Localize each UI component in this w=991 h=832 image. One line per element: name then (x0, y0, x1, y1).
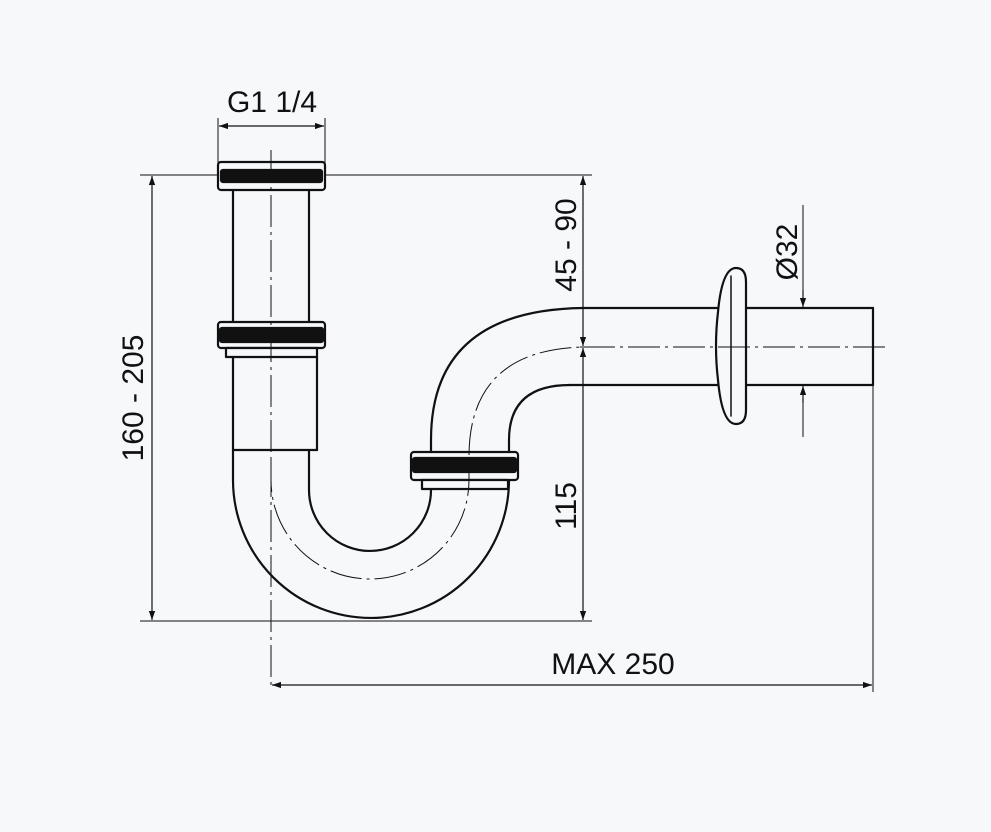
u-bend-outer (231, 448, 511, 620)
outlet-bend-inner (507, 383, 572, 454)
u-bend-inner (307, 448, 433, 553)
max-length-label: MAX 250 (551, 648, 674, 681)
thread-label: G1 1/4 (227, 86, 317, 119)
overall-height-label: 160 - 205 (117, 335, 150, 462)
diameter-label: Ø32 (771, 224, 804, 281)
top-offset-label: 45 - 90 (550, 198, 583, 291)
u-bend-nut (409, 450, 520, 491)
lower-tube (231, 355, 319, 452)
centre-lines (270, 150, 888, 690)
extension-lines (140, 118, 874, 692)
dimension-lines (148, 122, 872, 689)
bottom-offset-label: 115 (550, 482, 583, 530)
outlet-bend-outer (429, 306, 585, 454)
upper-tube (231, 188, 311, 324)
